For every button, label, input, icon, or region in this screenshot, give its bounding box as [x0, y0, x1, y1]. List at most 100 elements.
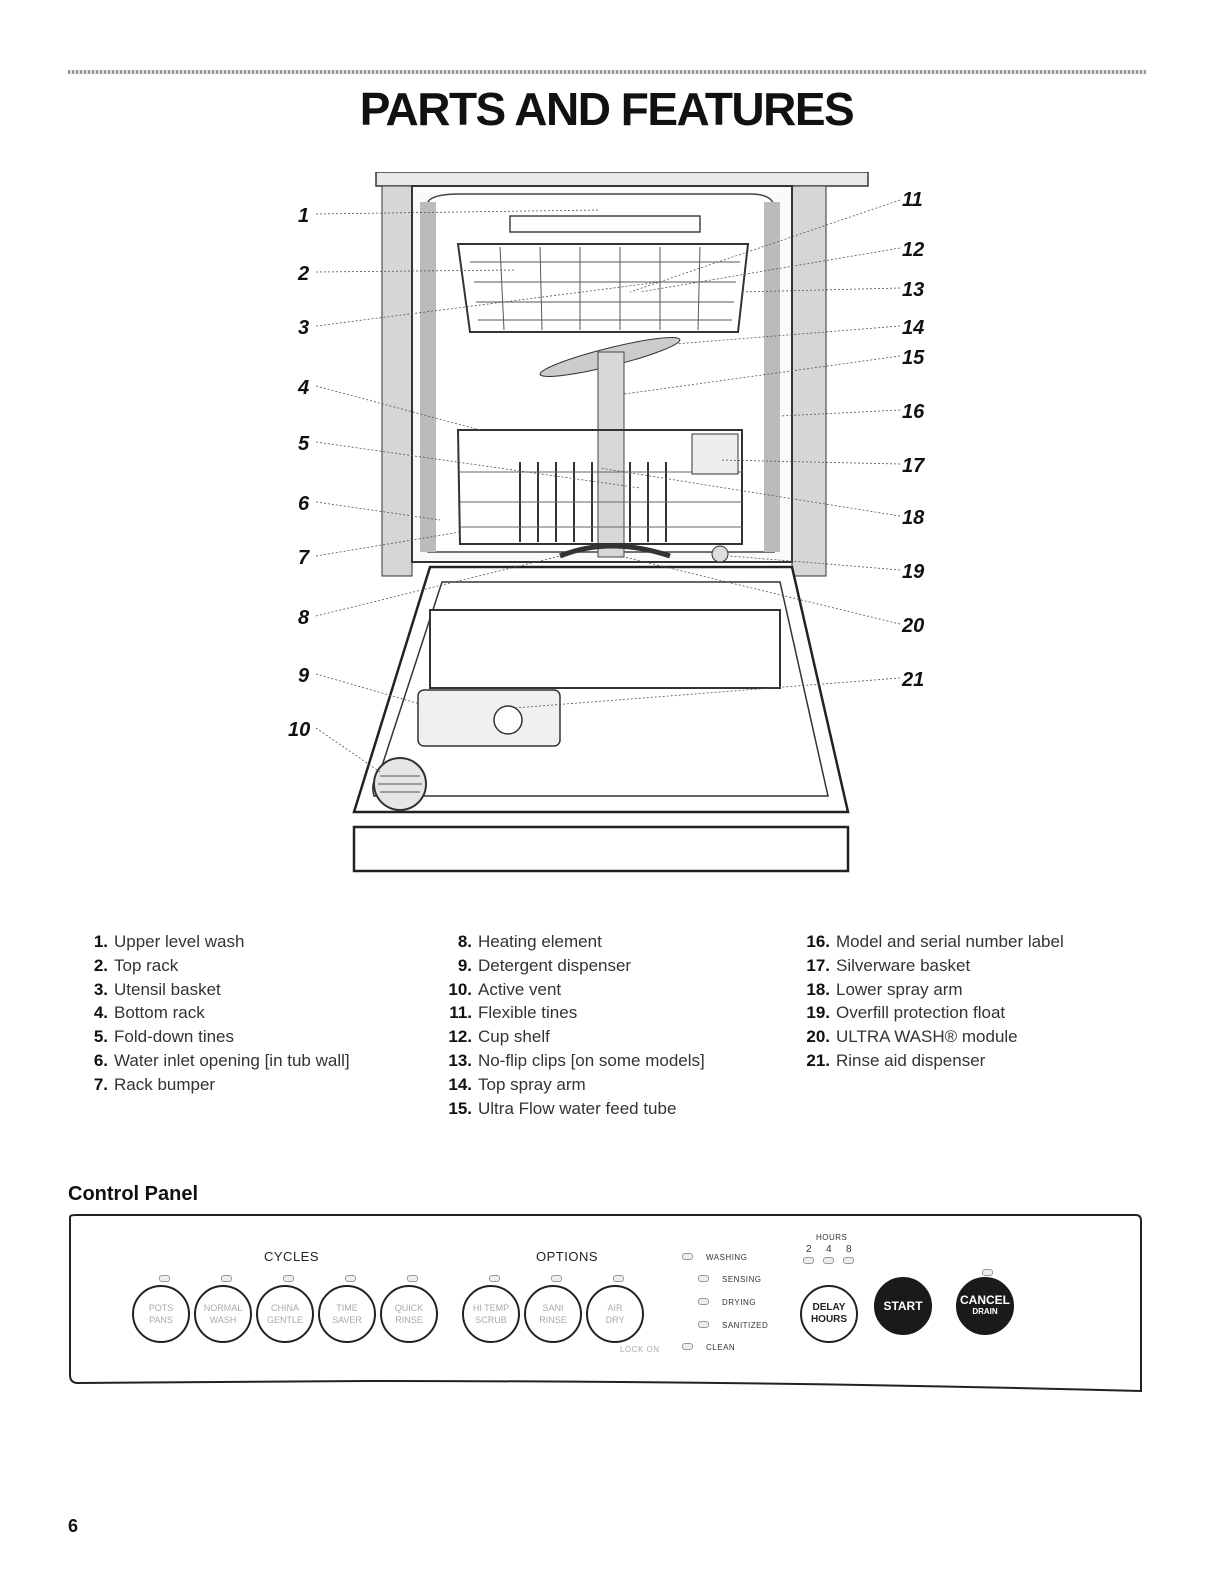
- callout-17: 17: [902, 455, 925, 477]
- callout-12: 12: [902, 239, 924, 261]
- page-title: PARTS AND FEATURES: [359, 83, 855, 135]
- callout-13: 13: [902, 279, 924, 301]
- lower-rack: [456, 429, 743, 545]
- status-sensing: SENSING: [722, 1275, 762, 1284]
- callout-1: 1: [298, 205, 309, 227]
- list-item: 19.Overfill protection float: [806, 1003, 1006, 1023]
- led-indicator: [982, 1269, 993, 1276]
- led-indicator: [551, 1275, 562, 1282]
- callout-3: 3: [298, 317, 309, 339]
- callout-8: 8: [298, 607, 310, 629]
- callout-6: 6: [298, 493, 310, 515]
- led-indicator: [613, 1275, 624, 1282]
- list-item: 9.Detergent dispenser: [457, 955, 632, 975]
- start-button[interactable]: START: [874, 1277, 932, 1335]
- tub-side-left: [420, 202, 436, 552]
- led-indicator: [283, 1275, 294, 1282]
- page-number: 6: [68, 1516, 79, 1536]
- water-feed-tube: [597, 351, 625, 558]
- callout-2: 2: [297, 263, 309, 285]
- callout-20: 20: [901, 615, 924, 637]
- silverware-basket: [691, 433, 739, 475]
- list-item: 5.Fold-down tines: [93, 1027, 235, 1047]
- upper-level-wash: [509, 215, 701, 233]
- callout-19: 19: [902, 561, 925, 583]
- top-rule: [68, 70, 1146, 74]
- list-item: 18.Lower spray arm: [806, 979, 963, 999]
- list-item: 14.Top spray arm: [448, 1074, 586, 1094]
- tub-side-right: [764, 202, 780, 552]
- rinse-aid-cap: [493, 705, 523, 735]
- lock-on-label: LOCK ON: [620, 1345, 660, 1354]
- list-item: 11.Flexible tines: [449, 1003, 578, 1023]
- status-sanitized: SANITIZED: [722, 1321, 769, 1330]
- callout-15: 15: [902, 347, 925, 369]
- list-item: 4.Bottom rack: [93, 1003, 205, 1023]
- active-vent-grille: [378, 775, 422, 793]
- upper-rack-tines: [470, 246, 740, 331]
- led-indicator: [345, 1275, 356, 1282]
- list-item: 8.Heating element: [457, 932, 602, 951]
- led-indicator: [803, 1257, 814, 1264]
- led-indicator: [823, 1257, 834, 1264]
- list-item: 17.Silverware basket: [806, 955, 971, 975]
- hours-value-2: 2: [806, 1244, 813, 1255]
- callout-9: 9: [298, 665, 310, 687]
- list-item: 3.Utensil basket: [93, 979, 221, 999]
- options-label: OPTIONS: [536, 1249, 599, 1264]
- status-drying: DRYING: [722, 1298, 756, 1307]
- parts-list-column-1: 1.Upper level wash 2.Top rack 3.Utensil …: [76, 930, 350, 1097]
- list-item: 10.Active vent: [448, 979, 562, 999]
- control-panel-outline: [69, 1214, 1142, 1393]
- list-item: 16.Model and serial number label: [806, 932, 1064, 951]
- parts-list-column-2: 8.Heating element 9.Detergent dispenser …: [440, 930, 705, 1120]
- callout-14: 14: [902, 317, 924, 339]
- left-cabinet-wall: [381, 185, 413, 577]
- led-indicator: [843, 1257, 854, 1264]
- callout-16: 16: [902, 401, 925, 423]
- status-clean: CLEAN: [706, 1343, 736, 1352]
- parts-list-column-3: 16.Model and serial number label 17.Silv…: [798, 930, 1064, 1073]
- hours-value-4: 4: [826, 1244, 833, 1255]
- led-indicator: [221, 1275, 232, 1282]
- status-washing: WASHING: [706, 1253, 748, 1262]
- callout-18: 18: [902, 507, 925, 529]
- list-item: 20.ULTRA WASH® module: [806, 1027, 1018, 1047]
- door-panel-window: [429, 609, 781, 689]
- led-indicator: [698, 1321, 709, 1328]
- list-item: 13.No-flip clips [on some models]: [448, 1050, 705, 1070]
- callout-10: 10: [288, 719, 310, 741]
- countertop: [375, 172, 869, 187]
- right-cabinet-wall: [791, 185, 827, 577]
- callout-4: 4: [297, 377, 309, 399]
- list-item: 15.Ultra Flow water feed tube: [448, 1098, 677, 1118]
- led-indicator: [698, 1298, 709, 1305]
- dishwasher-diagram: 1 2 3 4 5 6 7 8 9 10 11 12 13 14 15 16 1…: [288, 172, 925, 873]
- callout-5: 5: [298, 433, 310, 455]
- led-indicator: [159, 1275, 170, 1282]
- detergent-dispenser: [417, 689, 561, 747]
- callout-21: 21: [901, 669, 924, 691]
- led-indicator: [698, 1275, 709, 1282]
- list-item: 7.Rack bumper: [93, 1074, 216, 1094]
- overfill-float: [711, 545, 729, 563]
- list-item: 1.Upper level wash: [93, 932, 245, 951]
- control-panel-heading: Control Panel: [68, 1183, 199, 1205]
- led-indicator: [407, 1275, 418, 1282]
- cycles-label: CYCLES: [264, 1249, 320, 1264]
- lower-spray-arm: [559, 543, 671, 559]
- hours-value-8: 8: [846, 1244, 853, 1255]
- leader-lines: [315, 199, 901, 773]
- list-item: 2.Top rack: [93, 955, 179, 975]
